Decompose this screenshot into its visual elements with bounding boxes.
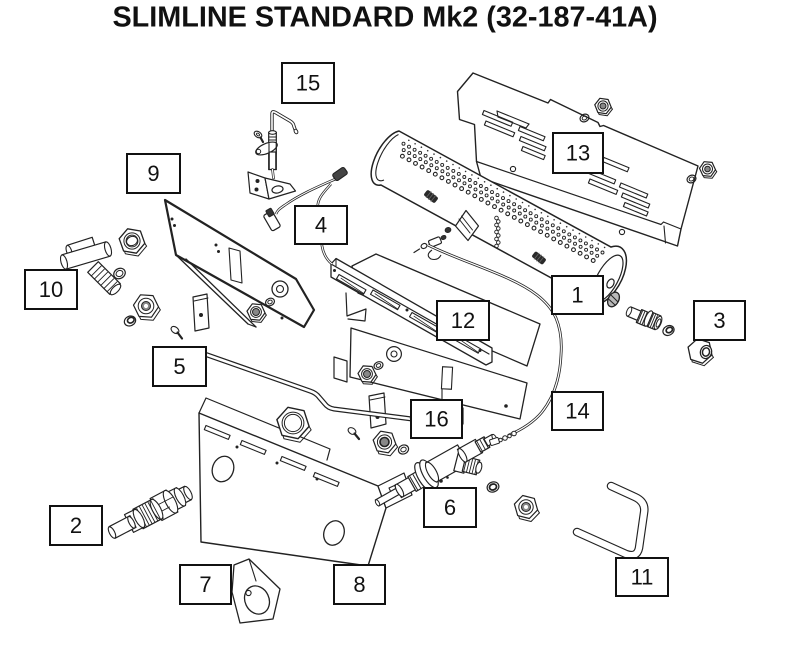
svg-text:10: 10 <box>39 277 63 302</box>
svg-text:9: 9 <box>147 161 159 186</box>
svg-text:13: 13 <box>566 141 590 166</box>
svg-text:12: 12 <box>451 308 475 333</box>
svg-text:1: 1 <box>571 283 583 308</box>
svg-text:SLIMLINE STANDARD Mk2 (32-187-: SLIMLINE STANDARD Mk2 (32-187-41A) <box>112 2 657 34</box>
svg-text:8: 8 <box>353 572 365 597</box>
svg-text:15: 15 <box>296 71 320 96</box>
svg-text:11: 11 <box>631 565 654 590</box>
svg-text:2: 2 <box>70 513 82 538</box>
svg-text:14: 14 <box>565 399 589 424</box>
svg-text:6: 6 <box>444 495 456 520</box>
svg-text:5: 5 <box>173 354 185 379</box>
svg-text:16: 16 <box>424 407 448 432</box>
svg-text:7: 7 <box>199 572 211 597</box>
svg-text:3: 3 <box>713 308 725 333</box>
svg-text:4: 4 <box>315 213 327 238</box>
